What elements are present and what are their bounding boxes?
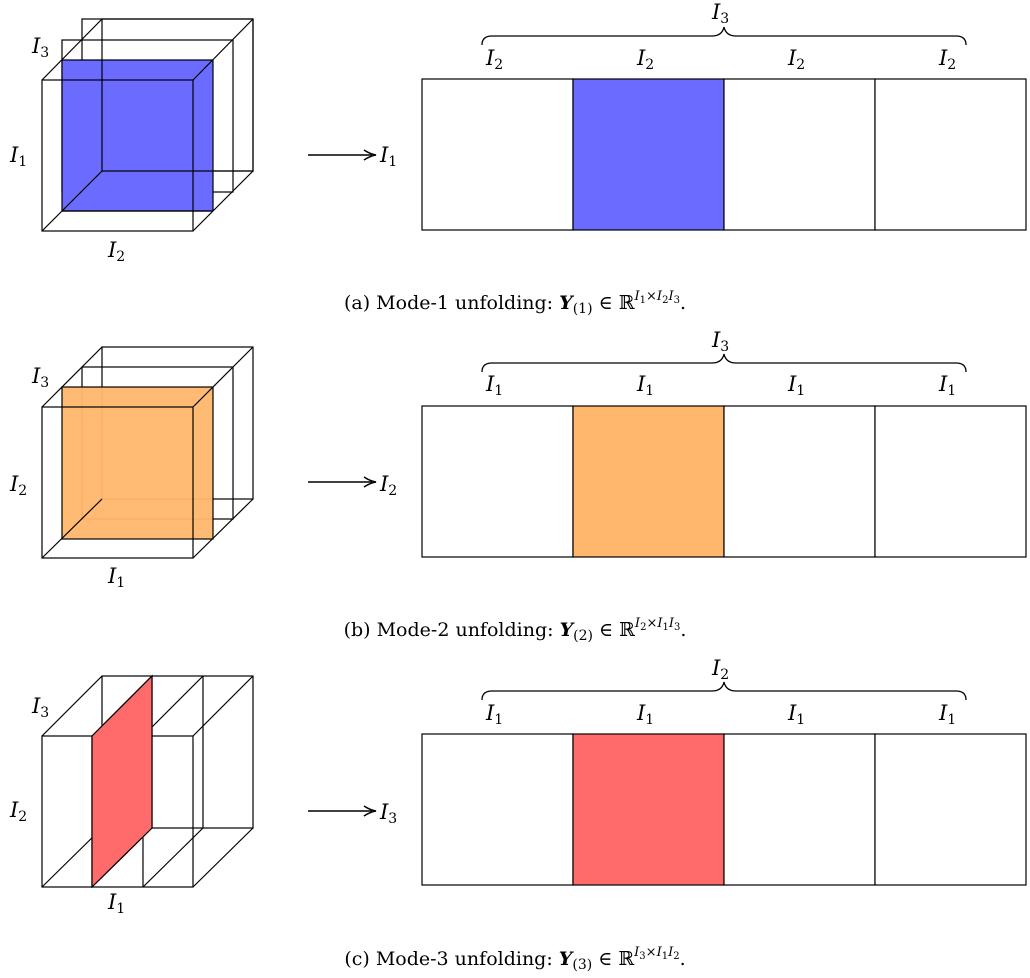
block-label-2: I1 (637, 701, 655, 728)
block-label-4: I1 (939, 701, 957, 728)
matrix-block-1 (421, 405, 574, 558)
tensor-depth-label: I3 (32, 364, 50, 391)
tensor-depth-label: I3 (32, 34, 50, 61)
block-label-2: I2 (637, 46, 655, 73)
tensor-left-label: I2 (10, 472, 28, 499)
caption-c: (c) Mode-3 unfolding: Y(3) ∈ ℝI3×I1I2. (344, 945, 686, 973)
tensor-left-label: I2 (10, 798, 28, 825)
matrix-block-2-highlighted (572, 405, 725, 558)
arrow-icon (308, 149, 377, 161)
block-label-2: I1 (637, 372, 655, 399)
unfolded-matrix (421, 78, 1027, 231)
panel-mode-1: I3 I1 I2 I1 I3 I2 I2 I2 I2 (a) Mode-1 un… (0, 0, 1030, 326)
block-label-1: I2 (486, 46, 504, 73)
cube-front-face (41, 79, 194, 232)
tensor-bottom-label: I1 (108, 564, 126, 591)
arrow-icon (308, 476, 377, 488)
panel-b-drawing (41, 346, 1027, 559)
top-brace (481, 353, 967, 373)
matrix-block-3 (723, 405, 876, 558)
brace-label: I3 (712, 0, 730, 27)
block-label-4: I2 (939, 46, 957, 73)
caption-a: (a) Mode-1 unfolding: Y(1) ∈ ℝI1×I2I3. (343, 289, 686, 317)
block-label-4: I1 (939, 372, 957, 399)
panel-a-drawing (41, 18, 1027, 232)
top-brace (481, 681, 967, 701)
block-label-3: I1 (788, 701, 806, 728)
block-label-3: I1 (788, 372, 806, 399)
matrix-block-4 (874, 405, 1027, 558)
block-label-1: I1 (486, 372, 504, 399)
unfolded-matrix (421, 405, 1027, 558)
caption-b: (b) Mode-2 unfolding: Y(2) ∈ ℝI2×I1I3. (343, 616, 687, 644)
matrix-block-1 (421, 733, 574, 886)
tensor-bottom-label: I2 (108, 238, 126, 265)
tensor-left-label: I1 (10, 143, 28, 170)
tensor-depth-label: I3 (32, 694, 50, 721)
matrix-block-3 (723, 78, 876, 231)
matrix-block-4 (874, 78, 1027, 231)
matrix-block-3 (723, 733, 876, 886)
panel-mode-2: I3 I2 I1 I2 I3 I1 I1 I1 I1 (b) Mode-2 un… (0, 326, 1030, 652)
brace-label: I3 (712, 328, 730, 355)
brace-label: I2 (712, 656, 730, 683)
panel-c-drawing (41, 674, 1027, 889)
matrix-block-2-highlighted (572, 78, 725, 231)
matrix-block-4 (874, 733, 1027, 886)
row-dim-label: I1 (380, 143, 398, 170)
unfolded-matrix (421, 733, 1027, 886)
row-dim-label: I2 (380, 472, 398, 499)
mode-3-slice (91, 674, 153, 889)
arrow-icon (308, 805, 377, 817)
cube-front-face (41, 406, 194, 559)
top-brace (481, 26, 967, 46)
panel-mode-3: I3 I2 I1 I3 I2 I1 I1 I1 I1 (c) Mode-3 un… (0, 652, 1030, 978)
row-dim-label: I3 (380, 800, 398, 827)
block-label-3: I2 (788, 46, 806, 73)
matrix-block-1 (421, 78, 574, 231)
matrix-block-2-highlighted (572, 733, 725, 886)
tensor-cube (41, 346, 254, 559)
tensor-bottom-label: I1 (108, 890, 126, 917)
block-label-1: I1 (486, 701, 504, 728)
